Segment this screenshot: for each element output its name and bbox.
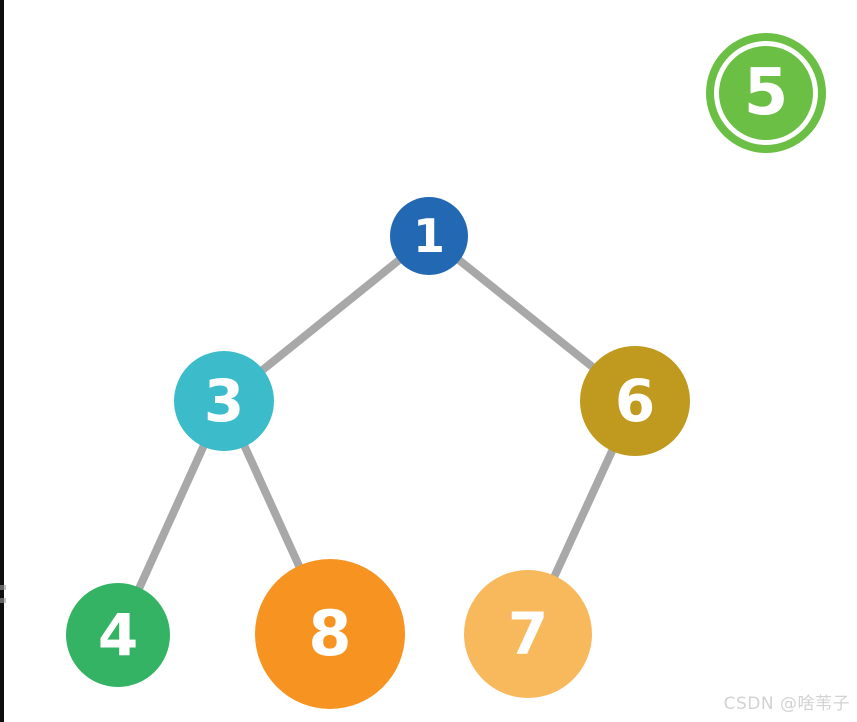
tree-node-4: 4 <box>66 583 170 687</box>
tree-node-1: 1 <box>390 197 468 275</box>
tree-node-8: 8 <box>255 559 405 709</box>
node-label: 3 <box>203 367 245 435</box>
node-label: 6 <box>614 367 656 435</box>
node-label: 7 <box>507 600 549 668</box>
left-edge-strip <box>0 0 4 722</box>
node-label: 4 <box>97 601 139 669</box>
tree-node-3: 3 <box>174 351 274 451</box>
node-label: 1 <box>412 209 445 263</box>
left-edge-artifact <box>0 585 6 590</box>
tree-node-6: 6 <box>580 346 690 456</box>
node-label: 8 <box>308 597 352 670</box>
tree-node-7: 7 <box>464 570 592 698</box>
left-edge-artifact <box>0 598 6 603</box>
watermark: CSDN @啥苇子 <box>723 694 850 714</box>
node-inner-ring <box>714 41 818 145</box>
tree-node-5: 5 <box>706 33 826 153</box>
